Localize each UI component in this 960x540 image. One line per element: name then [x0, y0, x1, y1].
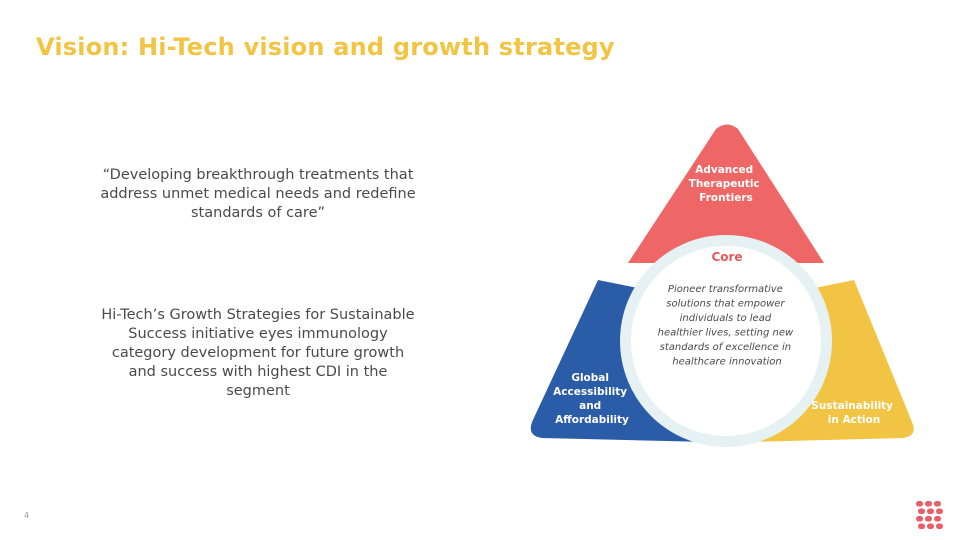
- segment-left-label-line: and: [579, 400, 601, 412]
- segment-right-label-line: in Action: [828, 414, 880, 426]
- segment-top-label-line: Advanced: [695, 164, 753, 176]
- segment-left-label-line: Accessibility: [553, 386, 627, 398]
- core-description-line: Pioneer transformative: [668, 284, 783, 295]
- segment-top-label-line: Frontiers: [699, 192, 753, 204]
- core-description-line: standards of excellence in: [660, 342, 791, 353]
- core-title: Core: [711, 250, 742, 264]
- core-description-line: healthier lives, setting new: [658, 328, 794, 339]
- core-description: Pioneer transformative solutions that em…: [658, 284, 797, 368]
- core-circle: [631, 246, 821, 436]
- vision-quote: “Developing breakthrough treatments that…: [100, 167, 416, 221]
- segment-top-label: Advanced Therapeutic Frontiers: [689, 164, 764, 204]
- growth-strategy-text: Hi-Tech’s Growth Strategies for Sustaina…: [101, 307, 415, 399]
- page-number: 4: [24, 511, 30, 520]
- core-description-line: individuals to lead: [680, 313, 772, 324]
- core-description-line: solutions that empower: [666, 299, 785, 310]
- dot-grid-logo-icon: [916, 501, 943, 529]
- segment-top-label-line: Therapeutic: [689, 178, 760, 190]
- segment-left-label-line: Affordability: [555, 414, 629, 426]
- vision-triangle-diagram: Advanced Therapeutic Frontiers Global Ac…: [530, 124, 914, 447]
- segment-top: [628, 124, 824, 263]
- core-description-line: healthcare innovation: [672, 357, 782, 368]
- segment-right-label-line: Sustainability: [811, 400, 893, 412]
- segment-right-label: Sustainability in Action: [811, 400, 896, 426]
- segment-left-label: Global Accessibility and Affordability: [553, 372, 631, 426]
- segment-left-label-line: Global: [571, 372, 609, 384]
- page-title: Vision: Hi-Tech vision and growth strate…: [36, 33, 615, 61]
